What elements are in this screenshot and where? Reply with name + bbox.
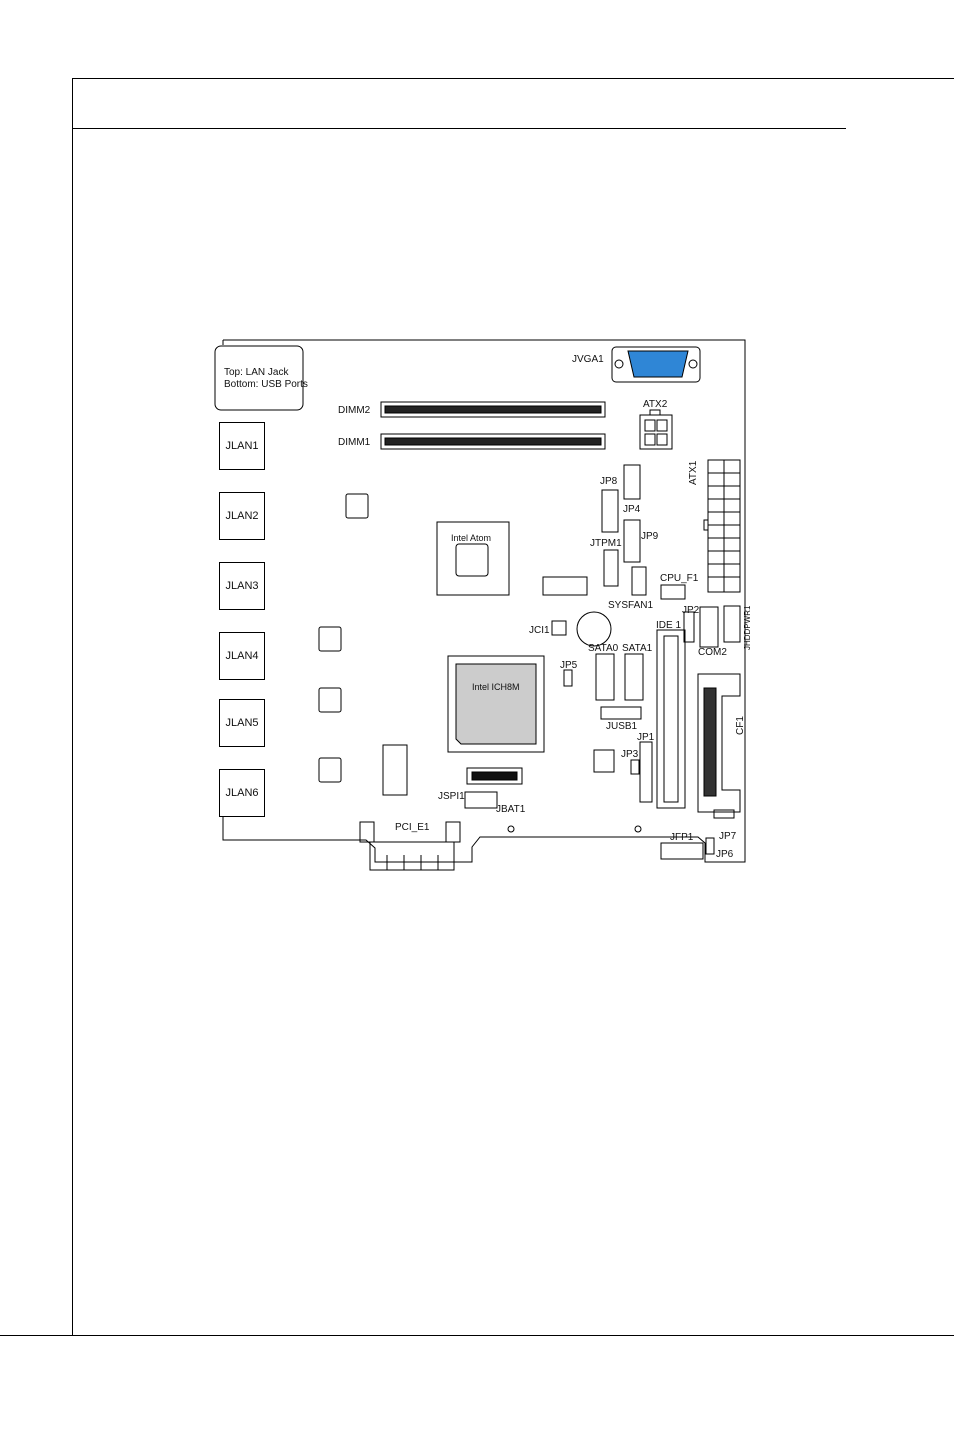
- label-dimm2: DIMM2: [338, 405, 370, 416]
- label-jp7: JP7: [719, 831, 736, 842]
- label-jp1: JP1: [637, 732, 654, 743]
- label-jci1: JCI1: [529, 625, 550, 636]
- label-jbat1: JBAT1: [496, 804, 525, 815]
- label-jusb1: JUSB1: [606, 721, 637, 732]
- label-com2: COM2: [698, 647, 727, 658]
- label-jspi1: JSPI1: [438, 791, 465, 802]
- jlan6-port: JLAN6: [219, 769, 265, 817]
- label-atx2: ATX2: [643, 399, 667, 410]
- label-jp6: JP6: [716, 849, 733, 860]
- label-cpu-f1: CPU_F1: [660, 573, 698, 584]
- label-jp3: JP3: [621, 749, 638, 760]
- label-sata0: SATA0: [588, 643, 618, 654]
- jlan1-port: JLAN1: [219, 422, 265, 470]
- label-jp8: JP8: [600, 476, 617, 487]
- label-dimm1: DIMM1: [338, 437, 370, 448]
- label-pci-e1: PCI_E1: [395, 822, 429, 833]
- label-jp4: JP4: [623, 504, 640, 515]
- label-intel-ich8m: Intel ICH8M: [472, 682, 520, 693]
- label-atx1: ATX1: [688, 461, 699, 485]
- label-jhddpwr1: JHDDPWR1: [742, 606, 753, 650]
- label-jp2: JP2: [682, 605, 699, 616]
- label-jp5: JP5: [560, 660, 577, 671]
- label-jp9: JP9: [641, 531, 658, 542]
- label-cf1: CF1: [735, 716, 746, 735]
- jlan5-port: JLAN5: [219, 699, 265, 747]
- label-sata1: SATA1: [622, 643, 652, 654]
- label-jvga1: JVGA1: [572, 354, 604, 365]
- jlan2-port: JLAN2: [219, 492, 265, 540]
- note-lan-jack: Top: LAN Jack: [224, 367, 288, 378]
- label-sysfan1: SYSFAN1: [608, 600, 653, 611]
- label-intel-atom: Intel Atom: [451, 533, 491, 544]
- jlan3-port: JLAN3: [219, 562, 265, 610]
- note-usb-ports: Bottom: USB Ports: [224, 379, 308, 390]
- label-jtpm1: JTPM1: [590, 538, 622, 549]
- label-jfp1: JFP1: [670, 832, 693, 843]
- label-ide1: IDE 1: [656, 620, 681, 631]
- jlan4-port: JLAN4: [219, 632, 265, 680]
